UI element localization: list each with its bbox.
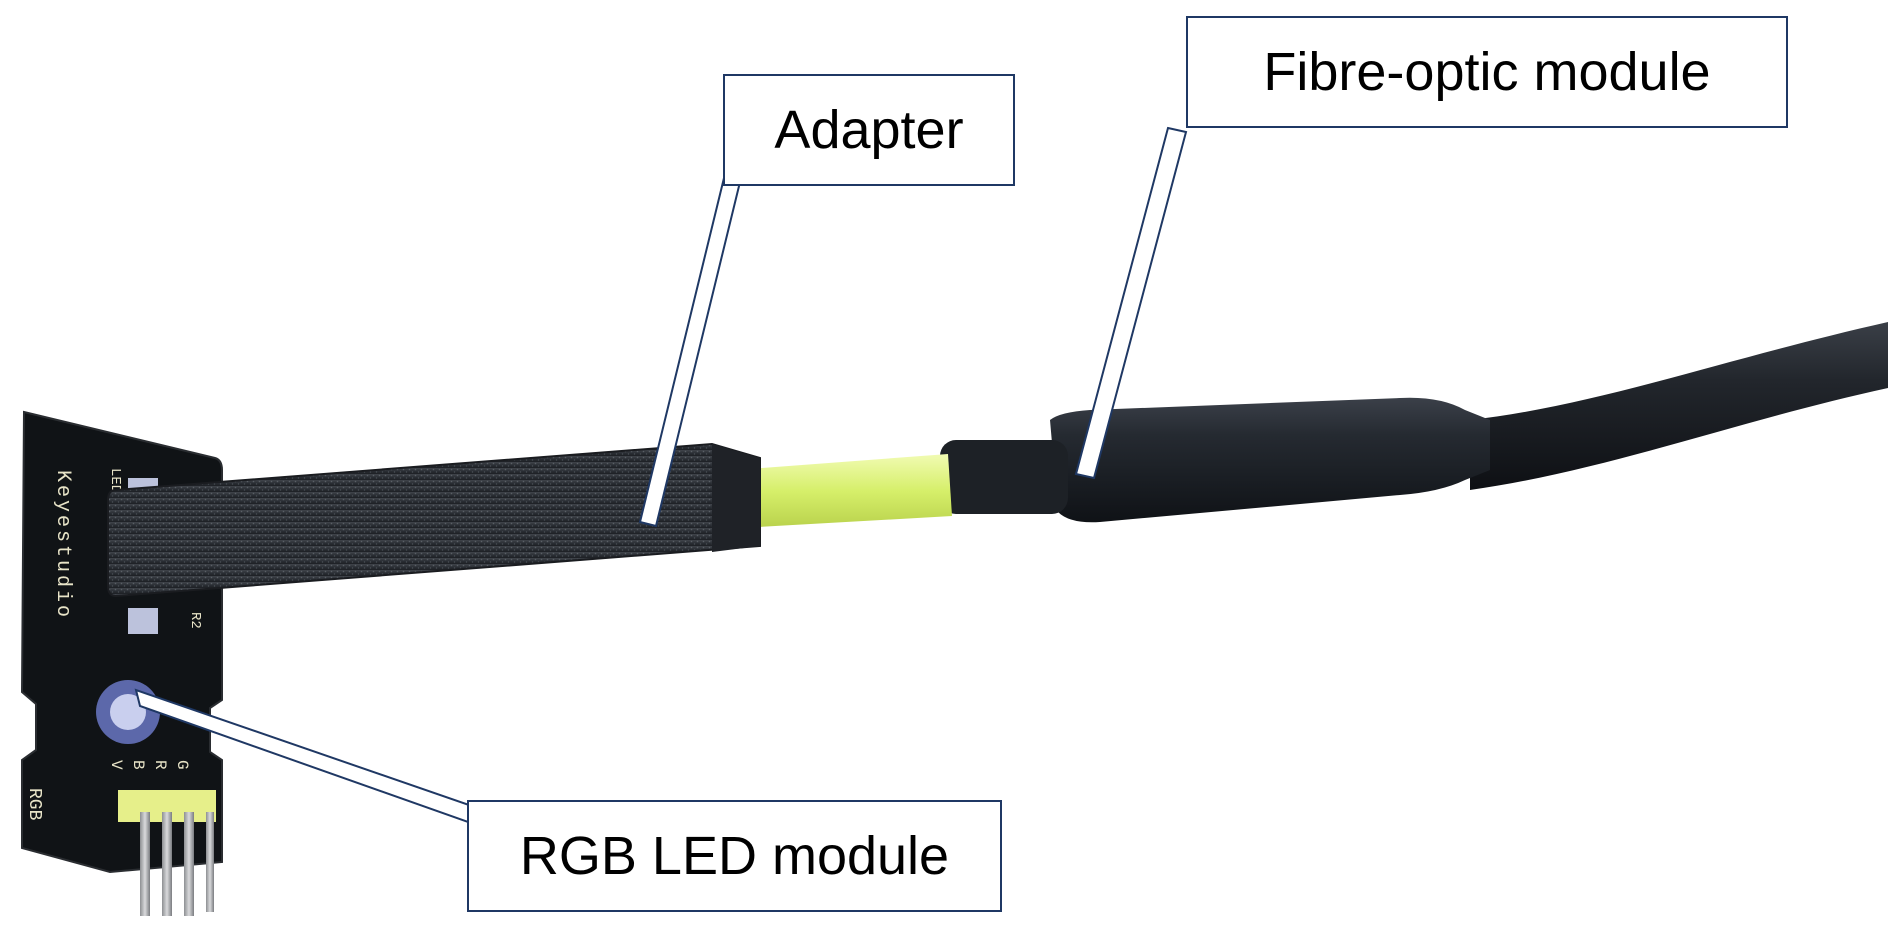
pcb-led-mark: LED [107, 468, 123, 493]
fibre-cable [1470, 322, 1888, 490]
pcb-pin-r: R [151, 760, 169, 770]
pcb-r2-mark: R2 [187, 612, 203, 629]
adapter-bar [107, 442, 761, 598]
sleeve-collar [940, 440, 1068, 514]
header-pin [140, 812, 150, 916]
header-pin [162, 812, 172, 916]
pcb-pin-v: V [107, 760, 125, 770]
pcb-brand-text: Keyestudio [51, 470, 74, 620]
led-pad [128, 608, 158, 634]
fibre-sleeve [1050, 397, 1490, 523]
fibre-core [735, 454, 952, 528]
adapter-label: Adapter [723, 74, 1015, 186]
adapter-end-face [712, 444, 760, 552]
fibre-leader [1074, 126, 1188, 480]
pcb-pin-b: B [129, 760, 147, 770]
rgb-led-module-label: RGB LED module [467, 800, 1002, 912]
pcb-rgb-text: RGB [24, 788, 44, 821]
header-pin [184, 812, 194, 916]
fibre-optic-module-label: Fibre-optic module [1186, 16, 1788, 128]
pcb-pin-g: G [173, 760, 191, 770]
